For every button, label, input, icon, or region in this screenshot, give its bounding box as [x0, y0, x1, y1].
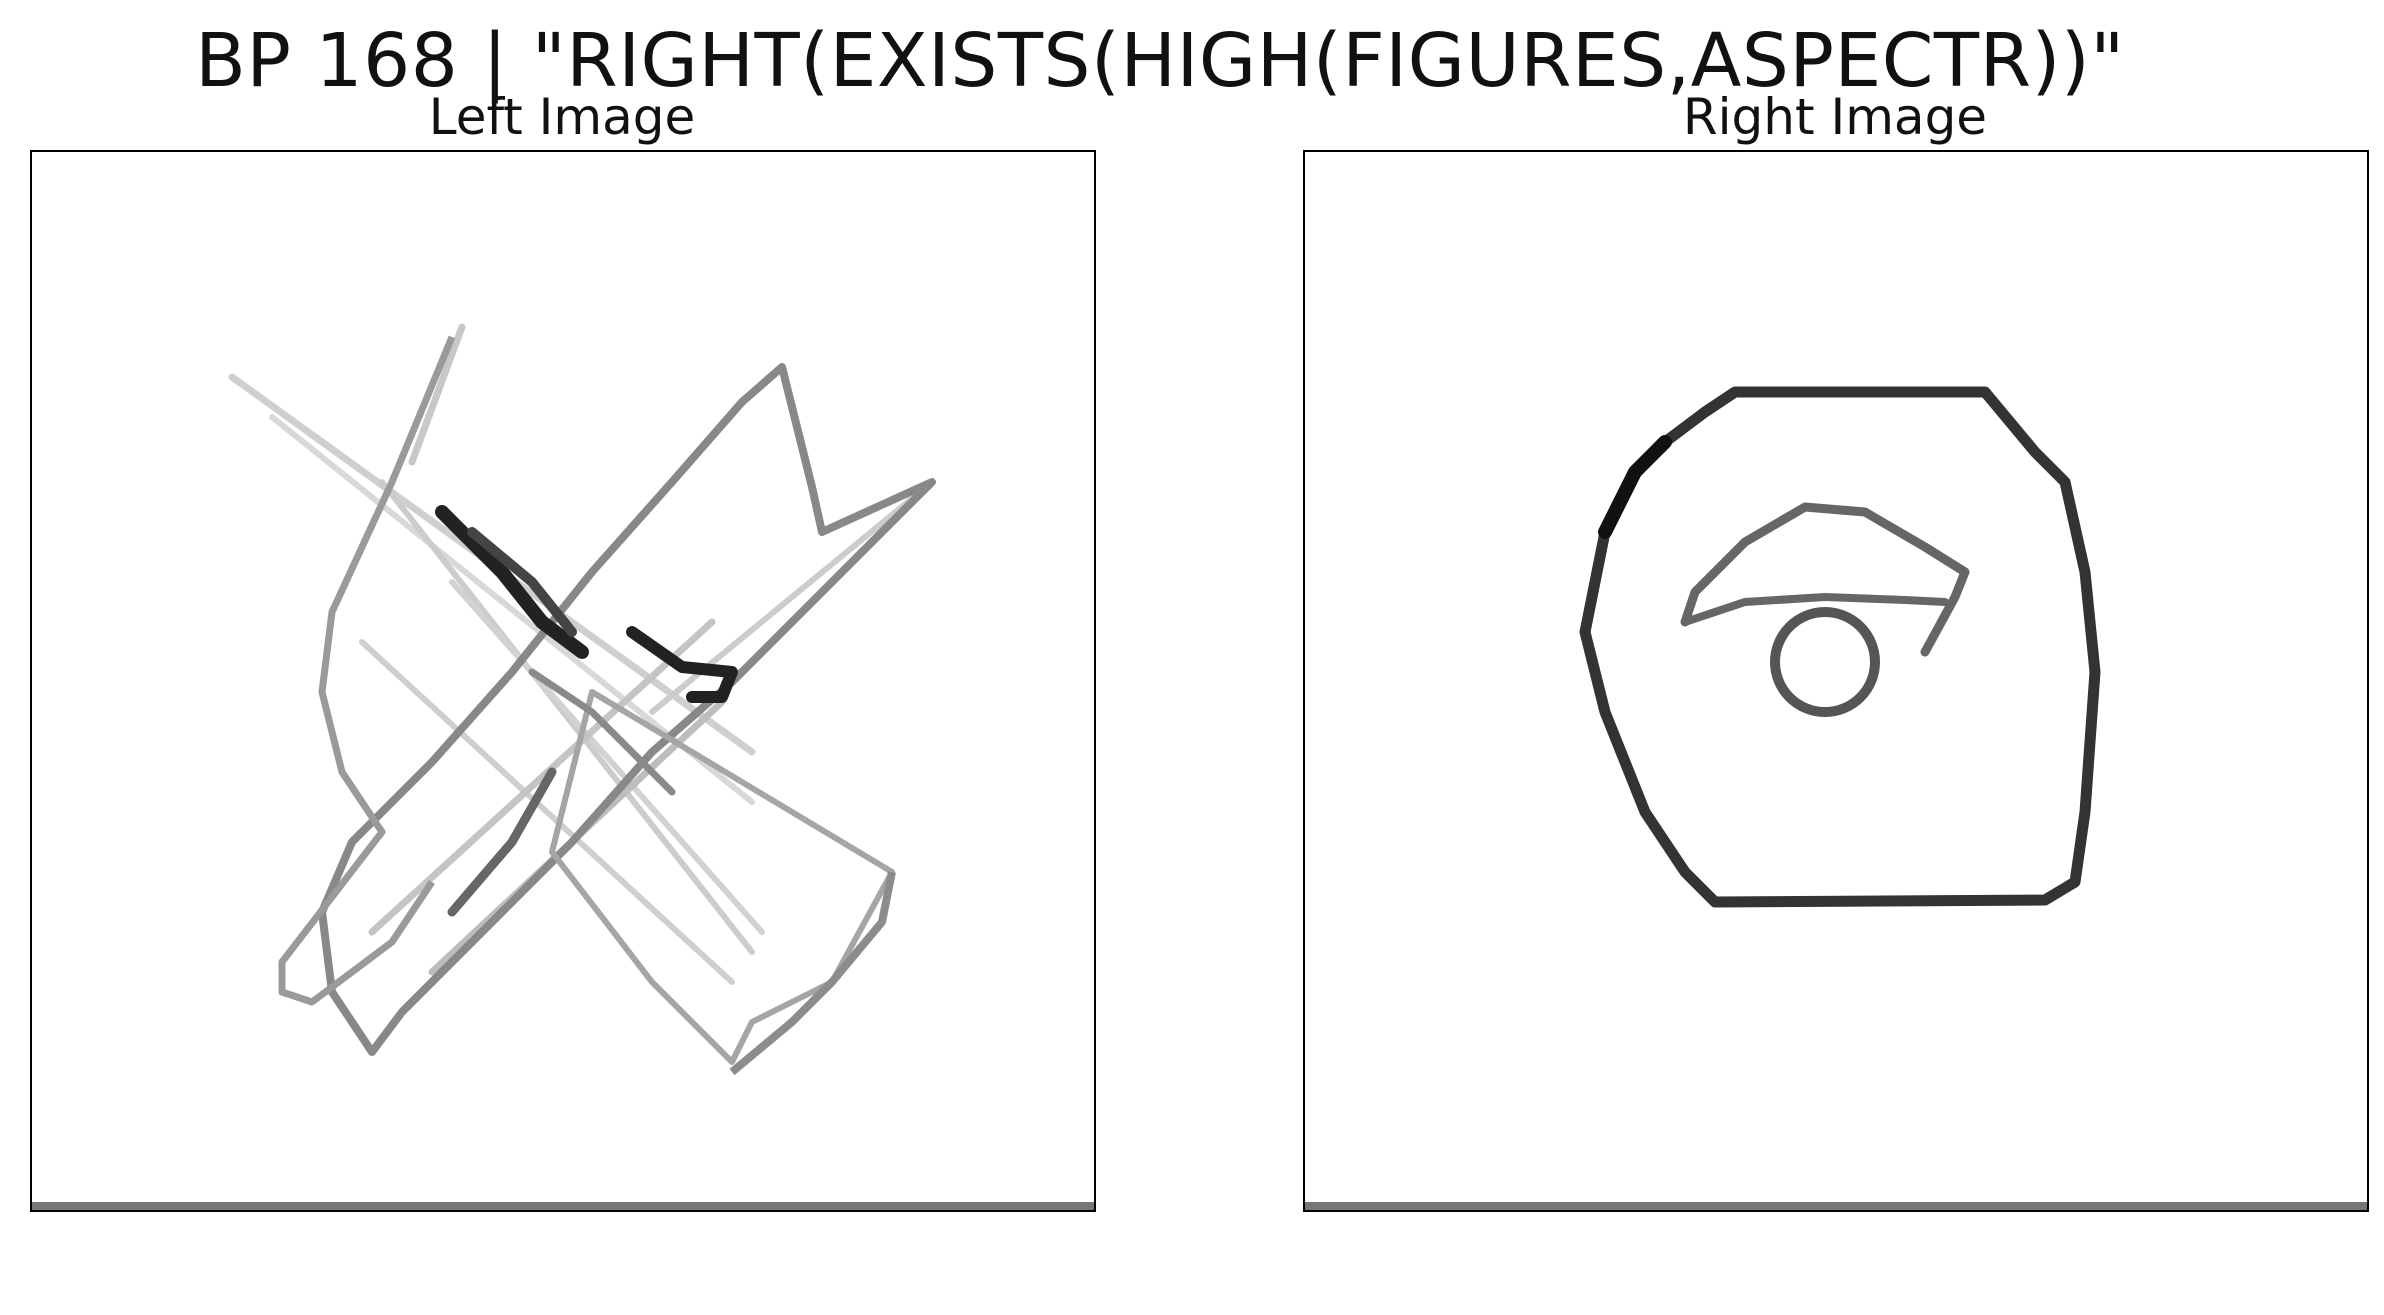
right-outer-shape	[1579, 386, 2101, 908]
right-outer-accent	[1598, 435, 1672, 539]
left-faint-line-8	[368, 618, 716, 936]
left-diamond-shape	[549, 689, 895, 1065]
left-panel: Left Image	[30, 88, 1096, 1212]
left-kite-outline	[318, 363, 936, 1056]
right-inner-wedge-base	[1681, 592, 1949, 626]
left-faint-line-5	[359, 639, 735, 985]
figure-title: BP 168 | "RIGHT(EXISTS(HIGH(FIGURES,ASPE…	[195, 18, 2125, 104]
left-panel-caption: Left Image	[428, 88, 696, 146]
right-panel-caption: Right Image	[1682, 88, 1988, 146]
left-image-frame	[30, 150, 1096, 1212]
left-faint-line-4	[449, 579, 765, 935]
left-frame-bottom-edge	[32, 1202, 1094, 1210]
left-mid-stroke-2	[528, 668, 676, 796]
left-faint-line-6	[408, 323, 466, 466]
right-inner-wedge	[1680, 502, 1970, 657]
left-dark-stroke-1	[435, 505, 589, 659]
right-image-frame	[1303, 150, 2369, 1212]
left-tall-shape	[278, 335, 456, 1006]
right-image-drawing	[1579, 386, 2101, 908]
left-mid-stroke-1	[447, 767, 557, 917]
left-faint-line-3	[379, 479, 755, 955]
right-inner-circle	[1770, 607, 1880, 717]
right-frame-bottom-edge	[1305, 1202, 2367, 1210]
left-bracket-shape	[729, 871, 896, 1076]
right-panel: Right Image	[1303, 88, 2369, 1212]
left-dark-stroke-2	[467, 527, 577, 637]
left-dark-stroke-3	[626, 626, 738, 703]
left-image-drawing	[228, 323, 936, 1076]
left-faint-line-7	[649, 479, 935, 715]
